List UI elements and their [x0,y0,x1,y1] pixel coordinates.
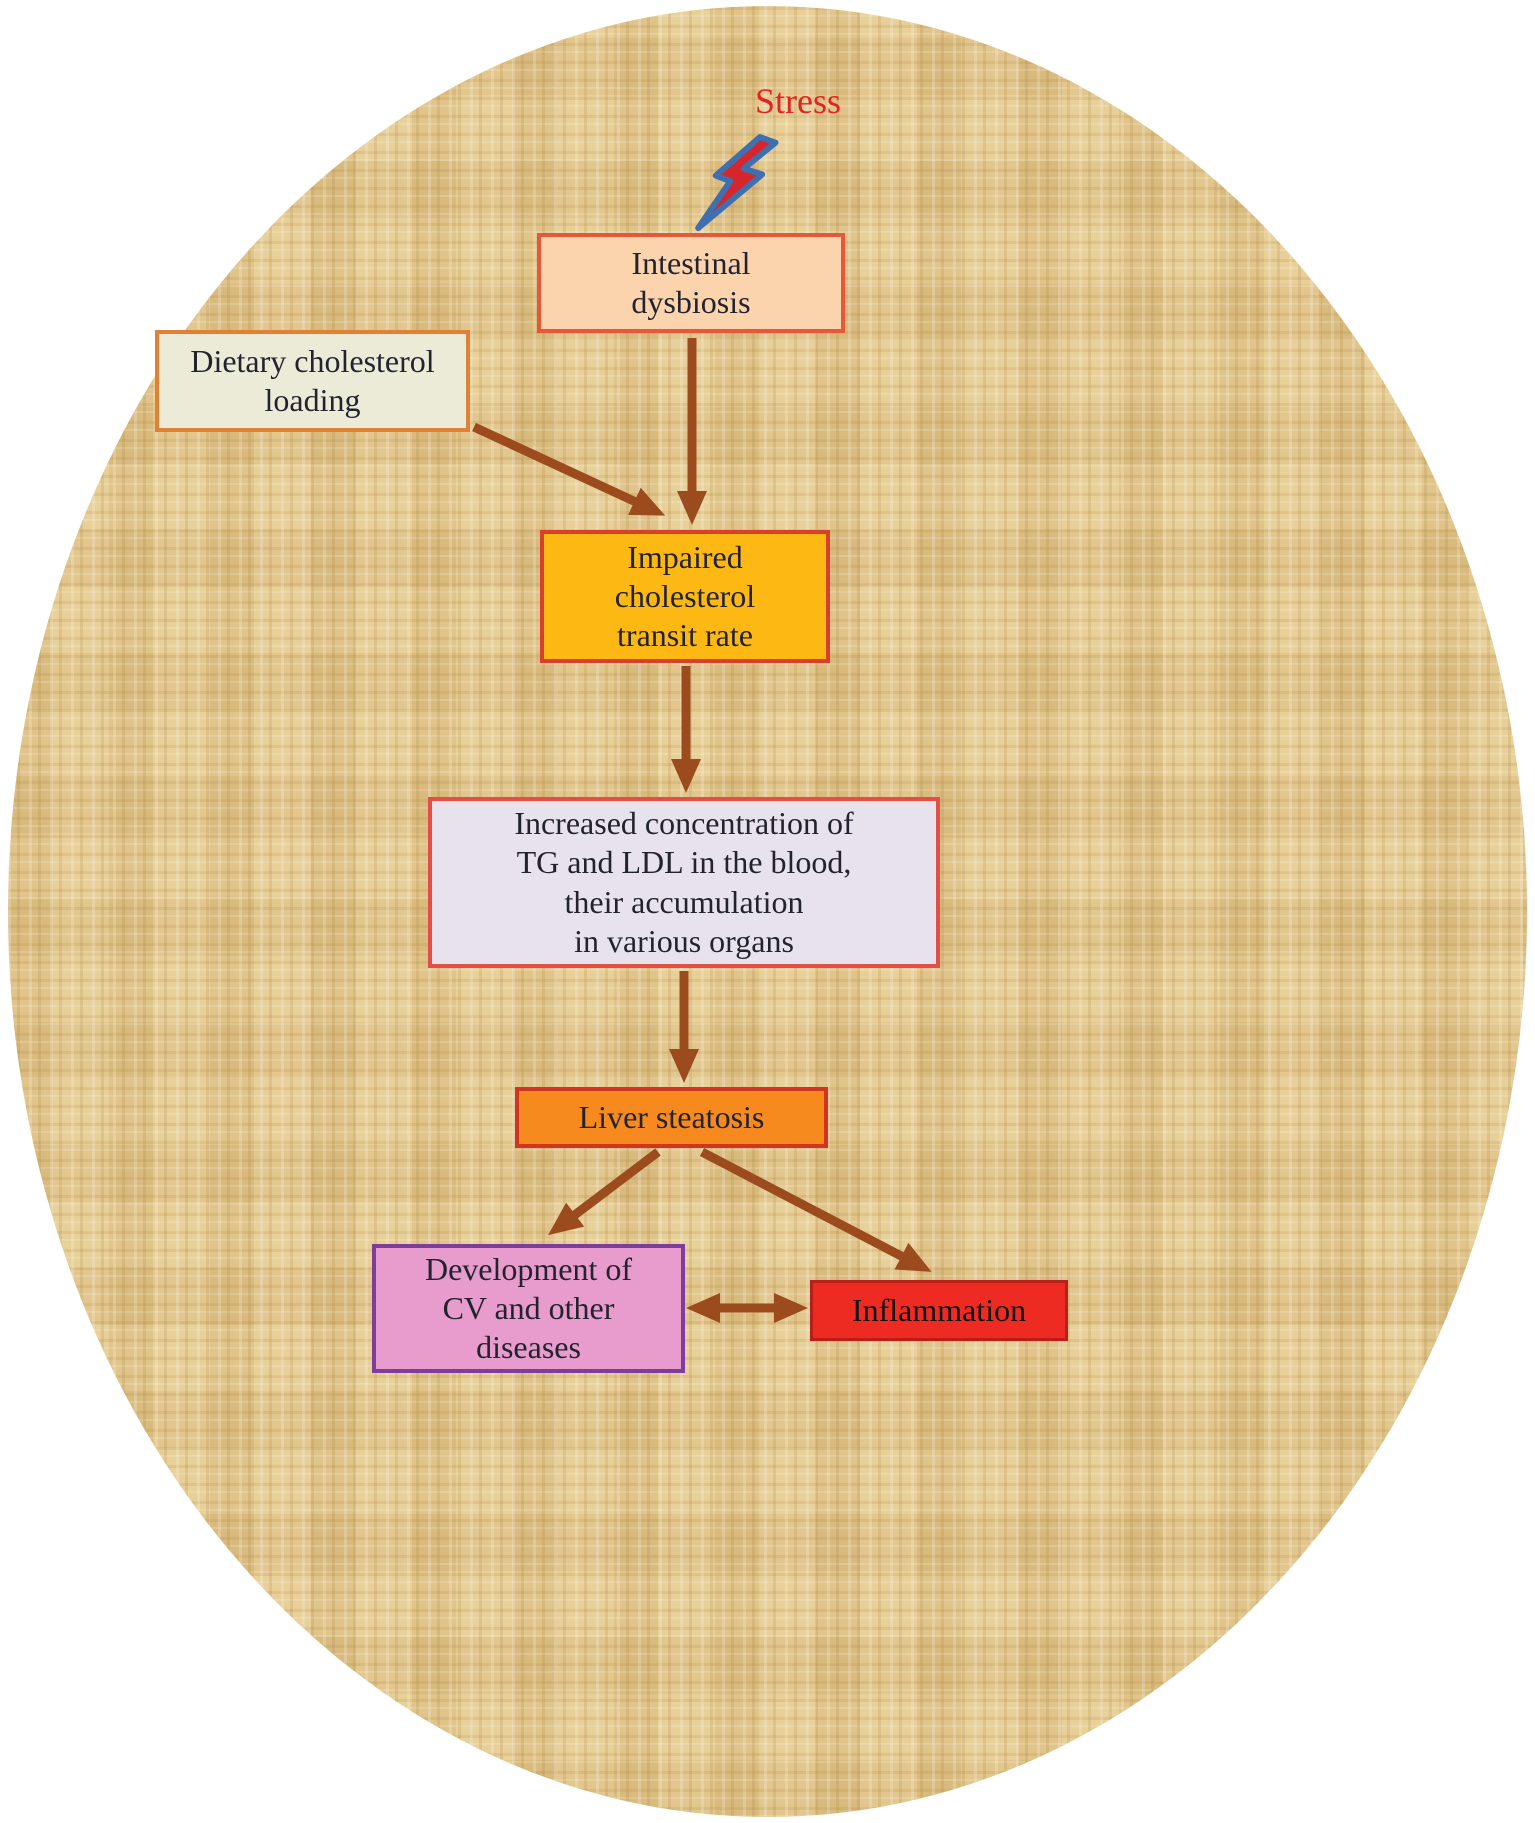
node-dietary-cholesterol-loading-label: Dietary cholesterol loading [190,342,435,418]
lightning-bolt-icon [695,134,779,232]
node-dietary-cholesterol-loading: Dietary cholesterol loading [155,330,470,432]
stress-label: Stress [755,81,842,121]
node-increased-tg-ldl-concentration-label: Increased concentration of TG and LDL in… [514,805,854,959]
node-inflammation-label: Inflammation [851,1291,1027,1328]
node-development-cv-diseases: Development of CV and other diseases [372,1244,685,1373]
node-liver-steatosis: Liver steatosis [515,1087,828,1148]
node-impaired-cholesterol-transit-rate-label: Impaired cholesterol transit rate [614,538,756,654]
node-increased-tg-ldl-concentration: Increased concentration of TG and LDL in… [428,797,940,968]
node-intestinal-dysbiosis-label: Intestinal dysbiosis [631,244,751,320]
node-development-cv-diseases-label: Development of CV and other diseases [424,1250,633,1366]
node-liver-steatosis-label: Liver steatosis [578,1098,765,1135]
node-impaired-cholesterol-transit-rate: Impaired cholesterol transit rate [540,530,830,663]
node-intestinal-dysbiosis: Intestinal dysbiosis [537,233,845,333]
node-inflammation: Inflammation [810,1280,1068,1341]
